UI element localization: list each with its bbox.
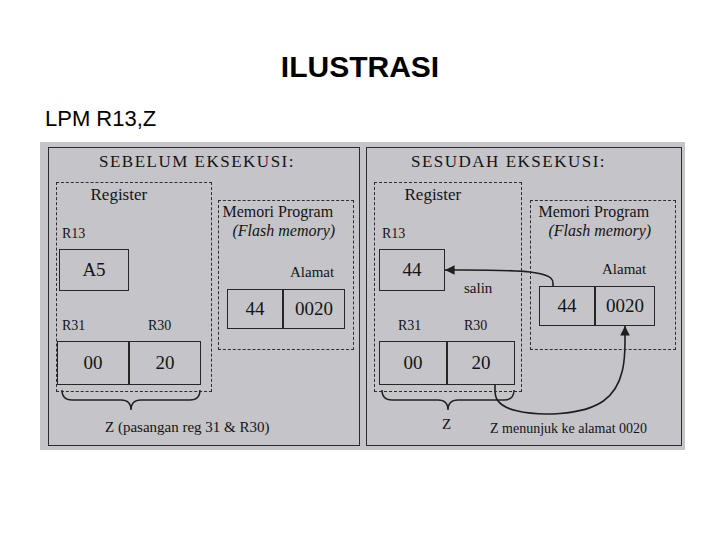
register-box: R3020 — [447, 341, 515, 385]
memory-group: 44Alamat0020Memori Program(Flash memory) — [218, 200, 354, 350]
cell-value: 0020 — [596, 295, 654, 317]
group-heading: Register — [405, 185, 462, 205]
photo-ground — [40, 142, 685, 450]
address-cell: Alamat0020 — [595, 286, 655, 326]
group-heading: Memori Program — [539, 203, 650, 221]
address-cell: Alamat0020 — [283, 289, 345, 329]
cell-name: R13 — [62, 226, 85, 242]
register-box: R13A5 — [59, 249, 129, 291]
memory-cell: 44 — [227, 289, 283, 329]
register-box: R3020 — [129, 341, 201, 385]
group-heading: (Flash memory) — [549, 222, 652, 240]
panel-heading: SEBELUM EKSEKUSI: — [99, 152, 295, 172]
cell-value: 44 — [380, 259, 444, 281]
cell-value: 00 — [58, 352, 128, 374]
register-group: R13A5R3100R3020Register — [56, 182, 212, 392]
cell-value: 44 — [228, 298, 282, 320]
register-box: R1344 — [379, 249, 445, 291]
panel-frame: R13A5R3100R3020Register44Alamat0020Memor… — [48, 147, 360, 446]
bracket-label: Z (pasangan reg 31 & R30) — [105, 419, 270, 436]
register-group: R1344R3100R3020Register — [374, 182, 522, 392]
cell-value: 00 — [380, 352, 446, 374]
instruction-label: LPM R13,Z — [45, 106, 156, 131]
panel-frame: R1344R3100R3020Register44Alamat0020Memor… — [366, 147, 682, 446]
cell-value: A5 — [60, 259, 128, 281]
register-box: R3100 — [57, 341, 129, 385]
cell-name: R31 — [62, 318, 85, 334]
cell-name: Alamat — [290, 264, 334, 281]
memory-group: 44Alamat0020Memori Program(Flash memory) — [530, 200, 676, 350]
panel-heading: SESUDAH EKSEKUSI: — [411, 152, 606, 172]
bracket-label: Z — [442, 416, 451, 433]
cell-value: 0020 — [284, 298, 344, 320]
slide-title: ILUSTRASI — [0, 50, 720, 85]
cell-value: 44 — [540, 295, 594, 317]
brace — [62, 390, 200, 410]
group-heading: (Flash memory) — [233, 222, 336, 240]
memory-cell: 44 — [539, 286, 595, 326]
group-heading: Memori Program — [223, 203, 334, 221]
group-heading: Register — [91, 185, 148, 205]
cell-value: 20 — [448, 352, 514, 374]
cell-value: 20 — [130, 352, 200, 374]
cell-name: R30 — [464, 318, 487, 334]
register-box: R3100 — [379, 341, 447, 385]
cell-name: R30 — [148, 318, 171, 334]
cell-name: Alamat — [602, 261, 646, 278]
brace — [382, 390, 514, 410]
cell-name: R13 — [382, 226, 405, 242]
cell-name: R31 — [398, 318, 421, 334]
connector-label: salin — [462, 280, 494, 297]
connector-label: Z menunjuk ke alamat 0020 — [488, 421, 649, 437]
